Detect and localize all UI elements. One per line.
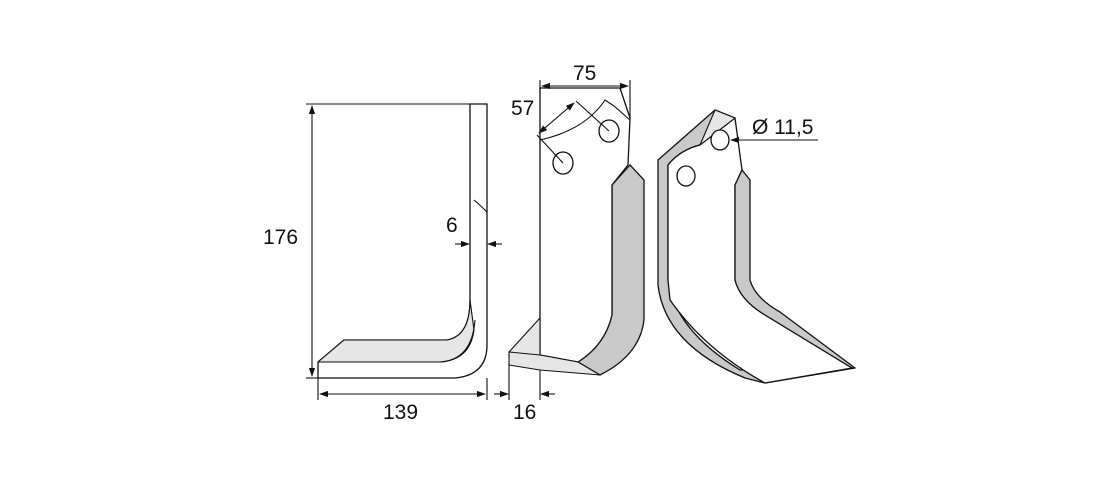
hole-spacing-extension-upper — [575, 100, 610, 132]
perspective-hole-upper — [710, 129, 730, 151]
perspective-hole-lower — [676, 165, 696, 187]
side-profile-view: 176 139 6 — [263, 103, 502, 424]
blade-side-bend-shading — [317, 299, 475, 363]
front-view: 75 57 16 — [494, 62, 645, 424]
top-width-label: 75 — [573, 62, 596, 85]
perspective-view: Ø 11,5 — [657, 109, 856, 384]
hole-spacing-extension-lower — [536, 134, 564, 164]
blade-front-top-arc — [539, 99, 631, 141]
blade-side-inner-curve — [439, 319, 476, 363]
blade-side-edge-line — [473, 199, 488, 213]
hole-diameter-label: Ø 11,5 — [752, 116, 813, 139]
blade-front-foot — [508, 317, 601, 376]
width-label: 139 — [383, 401, 418, 424]
height-label: 176 — [263, 226, 298, 249]
thickness-label: 6 — [446, 214, 458, 237]
blade-perspective-flange — [734, 169, 856, 369]
hole-spacing-dimension-line — [538, 102, 575, 134]
foot-label: 16 — [513, 401, 536, 424]
blade-front-foot-edge — [508, 351, 541, 356]
hole-spacing-label: 57 — [511, 97, 534, 120]
